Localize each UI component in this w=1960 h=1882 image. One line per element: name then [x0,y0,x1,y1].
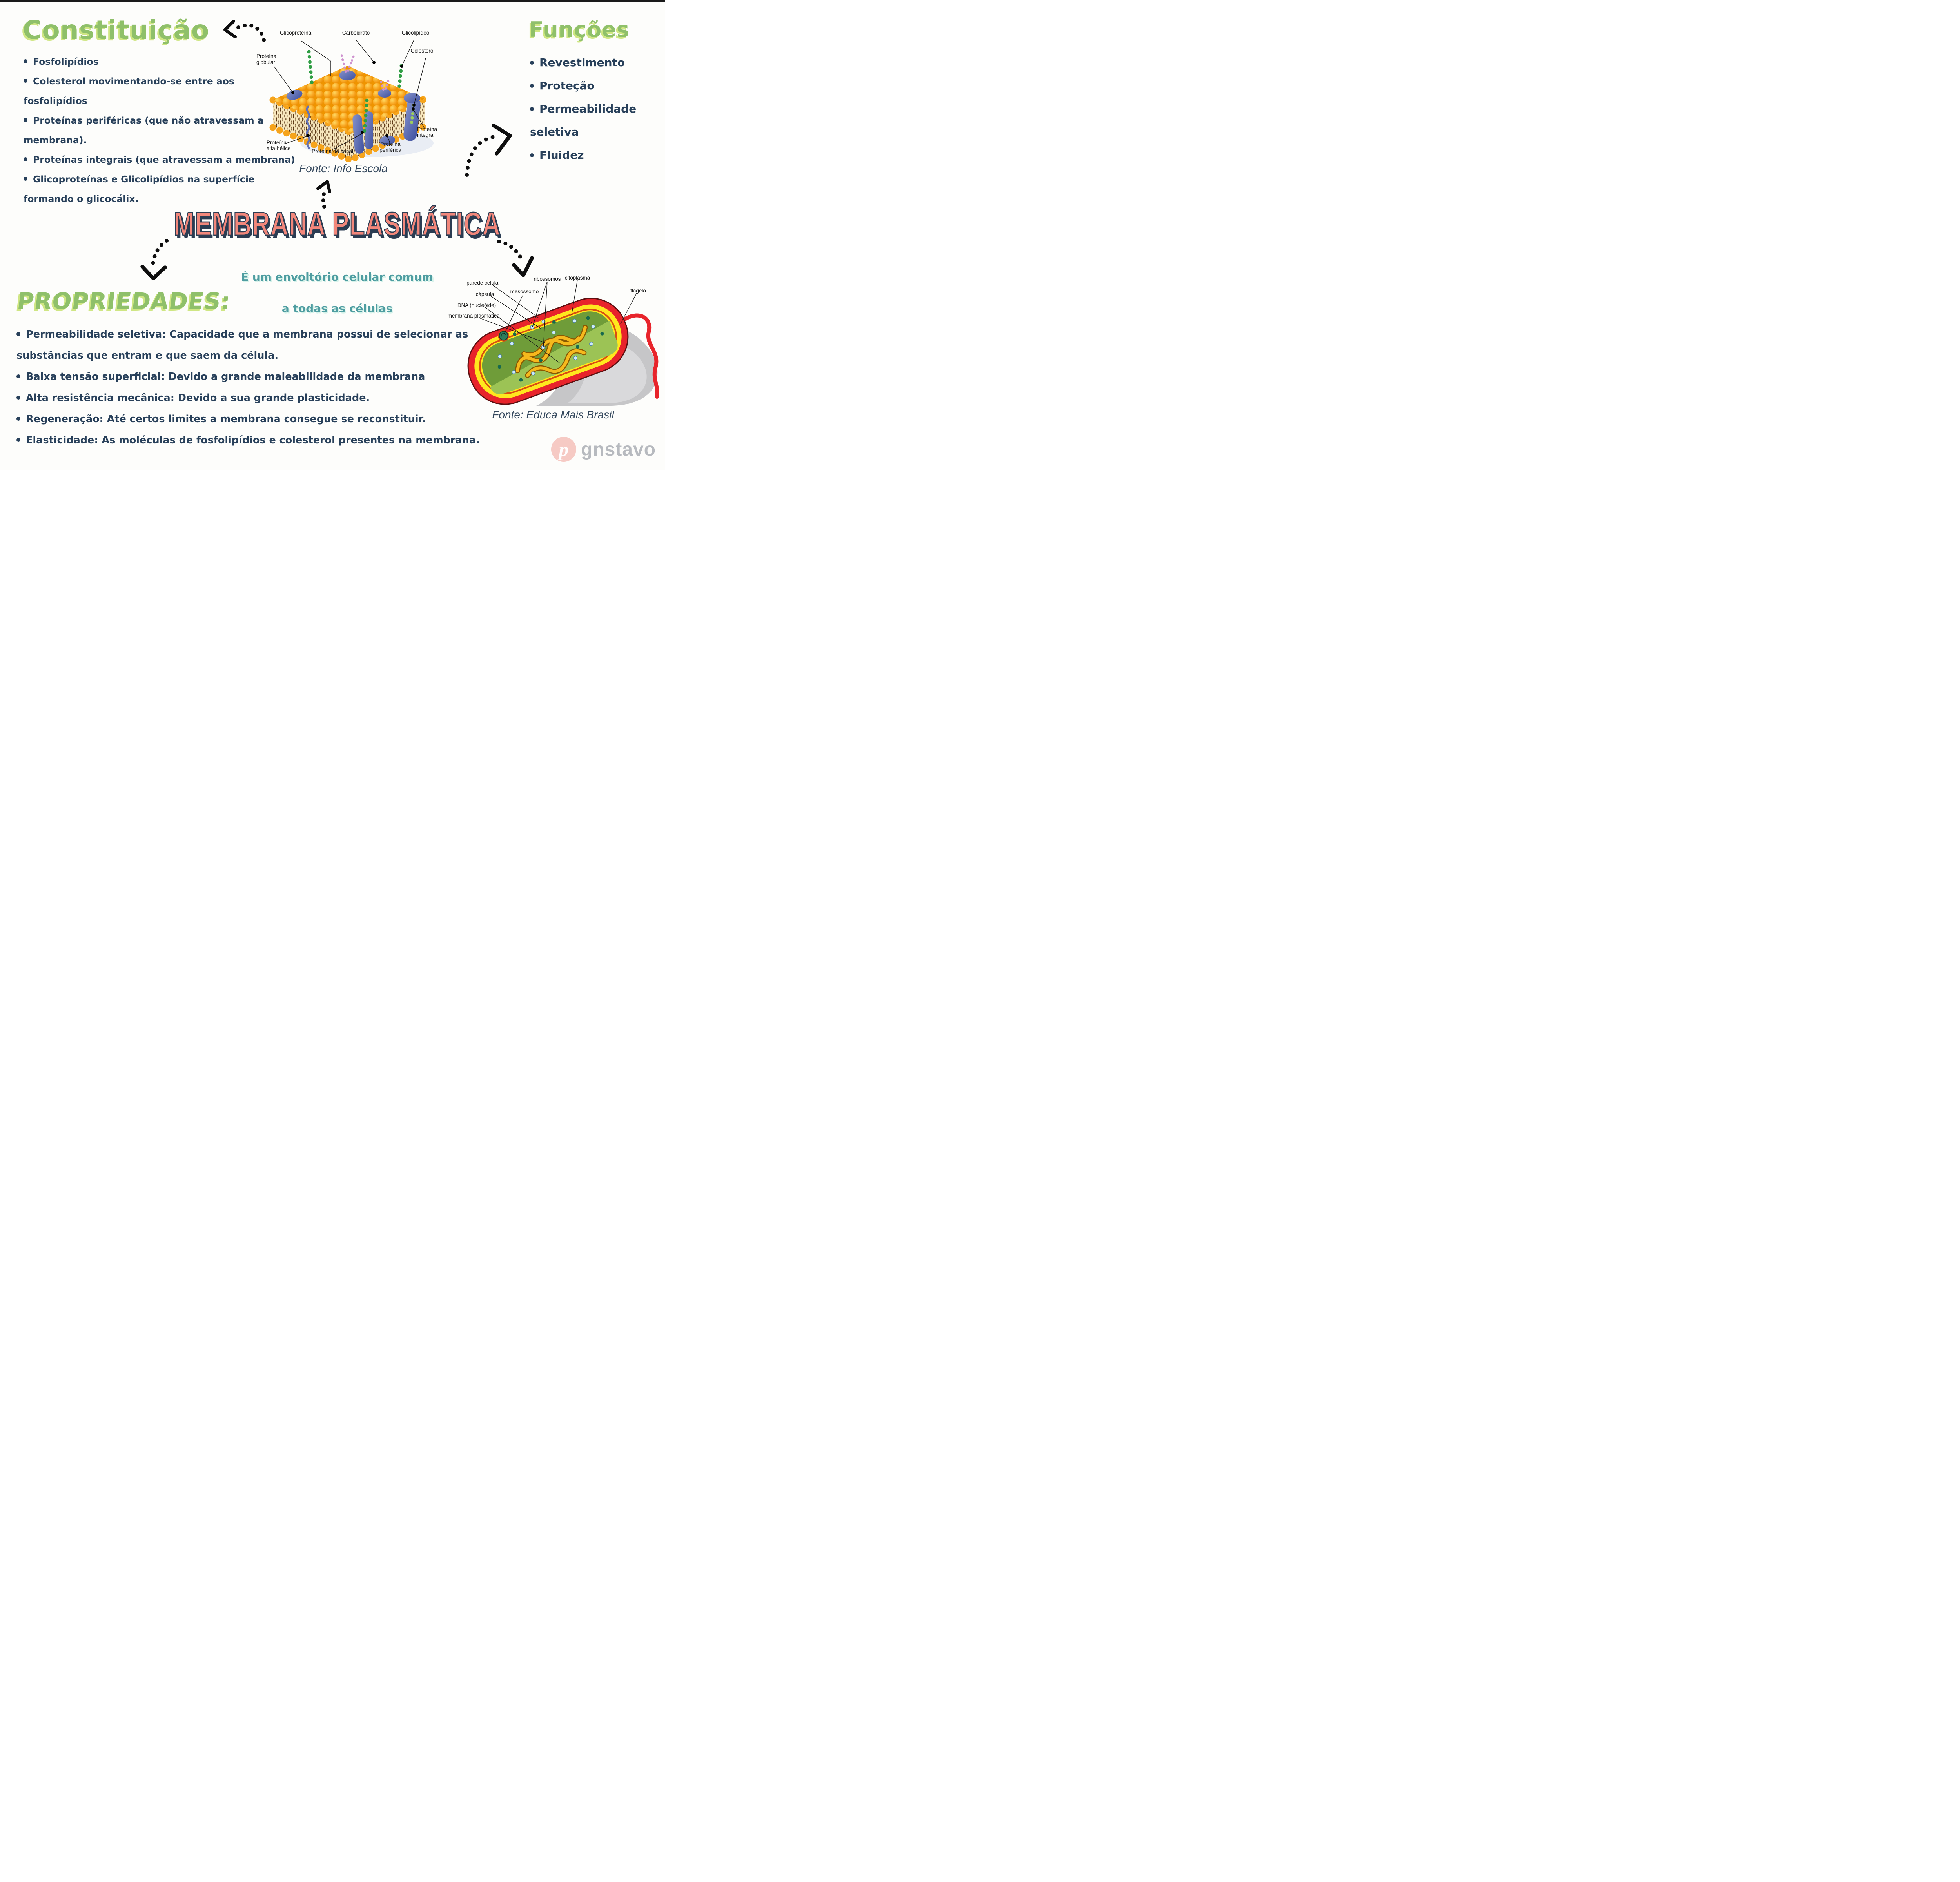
list-item: Revestimento [530,51,636,74]
bullet-dot-icon [530,84,534,88]
label-colesterol: Colesterol [410,48,435,54]
list-item: Colesterol movimentando-se entre aos [24,71,295,91]
list-item: Proteínas periféricas (que não atravessa… [24,111,295,130]
arrow-to-propriedades-icon [140,239,169,280]
arrow-to-membrane-icon [316,180,331,209]
label-parede-celular: parede celular [466,280,500,286]
list-item: Elasticidade: As moléculas de fosfolipíd… [16,430,480,451]
bullet-dot-icon [16,374,20,378]
bullet-dot-icon [16,438,20,442]
list-item: Proteínas integrais (que atravessam a me… [24,150,295,169]
bullet-dot-icon [530,153,534,157]
watermark-username: gnstavo [581,439,656,460]
bullet-dot-icon [530,107,534,111]
bacteria-illustration [467,280,659,406]
list-item-continuation: membrana). [24,134,87,145]
arrow-to-bacteria-icon [497,240,534,277]
watermark: p gnstavo [551,437,656,462]
pinterest-logo-icon: p [551,437,576,462]
bullet-dot-icon [16,332,20,336]
list-item: Glicoproteínas e Glicolipídios na superf… [24,169,295,189]
bacteria-diagram: parede celular cápsula DNA (nucleóide) m… [442,269,664,406]
bullet-dot-icon [24,118,27,122]
label-proteina-integral: Proteína integral [417,126,437,138]
constituicao-title: Constituição [23,15,210,45]
list-item: Baixa tensão superficial: Devido a grand… [16,366,480,387]
label-citoplasma: citoplasma [564,275,590,281]
funcoes-list: Revestimento Proteção Permeabilidade sel… [530,51,636,167]
label-proteina-periferica: Proteína periférica [379,141,401,153]
label-proteina-de-canal: Proteína de canal [312,148,353,154]
bullet-dot-icon [16,396,20,400]
list-item: Proteção [530,74,636,97]
label-dna-nucleoide: DNA (nucleóide) [457,302,496,308]
list-item: Fosfolipídios [24,52,295,71]
label-ribossomos: ribossomos [534,276,561,282]
constituicao-list: Fosfolipídios Colesterol movimentando-se… [24,52,295,209]
arrow-to-funcoes-icon [465,124,512,177]
label-glicolipideo: Glicolipídeo [401,30,430,36]
list-item-continuation: formando o glicocálix. [24,193,139,204]
list-item-continuation: fosfolipídios [24,95,87,106]
subtitle-line-1: É um envoltório celular comum [241,271,434,283]
list-item: Alta resistência mecânica: Devido a sua … [16,387,480,409]
list-item: Regeneração: Até certos limites a membra… [16,409,480,430]
bullet-dot-icon [24,79,27,83]
arrow-to-constituicao-icon [223,20,267,47]
bullet-dot-icon [24,59,27,63]
list-item: Permeabilidade seletiva: Capacidade que … [16,324,480,345]
membrane-diagram: Glicoproteína Carboidrato Glicolipídeo C… [249,24,437,164]
label-glicoproteina: Glicoproteína [279,30,312,36]
list-item-continuation: seletiva [530,125,579,138]
list-item-continuation: substâncias que entram e que saem da cél… [16,350,279,362]
membrane-illustration [269,40,434,164]
funcoes-title: Funções [529,17,630,42]
list-item: Fluidez [530,144,636,167]
label-proteina-globular: Proteína globular [256,53,277,65]
top-border-line [0,0,665,2]
label-carboidrato: Carboidrato [342,30,370,36]
label-proteina-alfa-helice: Proteína alfa-hélice [267,140,291,152]
label-mesossomo: mesossomo [510,289,539,294]
subtitle-line-2: a todas as células [281,302,393,315]
bullet-dot-icon [16,417,20,421]
label-flagelo: flagelo [630,288,646,294]
label-membrana-plasmatica: membrana plasmática [447,313,500,319]
membrane-source-caption: Fonte: Info Escola [299,162,388,174]
propriedades-title: PROPRIEDADES: [16,288,232,314]
list-item: Permeabilidade [530,97,636,120]
bullet-dot-icon [24,157,27,161]
label-capsula: cápsula [475,291,494,297]
bullet-dot-icon [24,177,27,181]
propriedades-list: Permeabilidade seletiva: Capacidade que … [16,324,480,451]
bullet-dot-icon [530,61,534,65]
central-title-block: MEMBRANA PLASMÁTICA [169,205,506,243]
mindmap-page: Constituição Fosfolipídios Colesterol mo… [0,0,665,470]
bacteria-source-caption: Fonte: Educa Mais Brasil [492,409,614,421]
page-title: MEMBRANA PLASMÁTICA [173,205,501,243]
